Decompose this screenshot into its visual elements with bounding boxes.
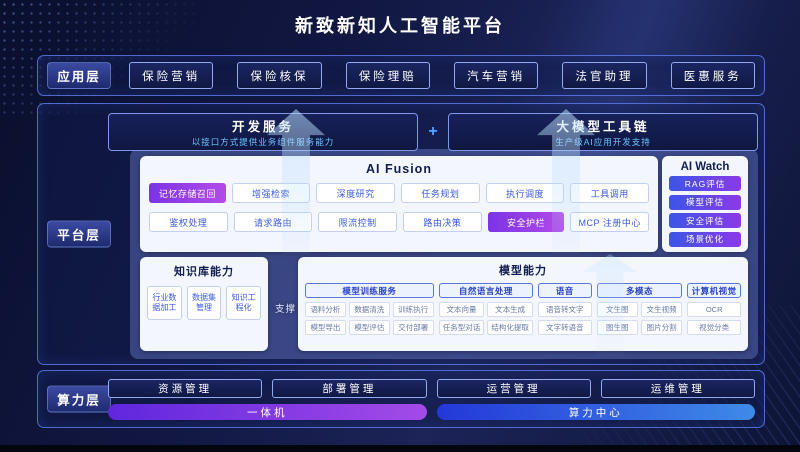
- platform-inner-panel: AI Fusion 记忆存储召回 增强检索 深度研究 任务规划 执行调度 工具调…: [130, 149, 758, 359]
- fusion-chip-execution-scheduling: 执行调度: [485, 183, 565, 203]
- training-chip-corpus-analysis: 语料分析: [305, 302, 346, 317]
- ai-watch-panel: AI Watch RAG评估 模型评估 安全评估 场景优化: [662, 156, 748, 252]
- multimodal-chip-text-to-image: 文生图: [596, 302, 638, 317]
- toolchain-subtitle: 生产级AI应用开发支持: [555, 137, 651, 147]
- ai-fusion-row2: 鉴权处理 请求路由 限流控制 路由决策 安全护栏 MCP 注册中心: [140, 212, 658, 232]
- training-chip-delivery-deploy: 交付部署: [392, 320, 434, 335]
- platform-layer: 平台层 开发服务 以接口方式提供业务组件服务能力 + 大模型工具链 生产级AI应…: [37, 103, 765, 365]
- multimodal-chip-text-to-video: 文生视频: [640, 302, 683, 317]
- knowledge-items: 行业数据加工 数据集管理 知识工程化: [140, 286, 268, 320]
- computing-layer-label: 算力层: [47, 385, 111, 413]
- app-item-claims: 保险理赔: [345, 62, 430, 89]
- group-header-computer-vision: 计算机视觉: [687, 283, 741, 298]
- fusion-chip-mcp-registry: MCP 注册中心: [570, 212, 650, 232]
- training-chip-model-eval: 模型评估: [348, 320, 390, 335]
- page-title: 新致新知人工智能平台: [295, 16, 505, 36]
- watch-chip-rag-eval: RAG评估: [669, 176, 741, 191]
- group-speech: 语音 语音转文字 文字转语音: [538, 283, 592, 335]
- knowledge-panel: 知识库能力 行业数据加工 数据集管理 知识工程化: [140, 257, 268, 351]
- application-layer: 应用层 保险营销 保险核保 保险理赔 汽车营销 法官助理 医惠服务: [37, 55, 765, 96]
- computing-item-maintenance-mgmt: 运维管理: [600, 379, 755, 398]
- dev-service-title: 开发服务: [231, 120, 294, 134]
- dev-service-row: 开发服务 以接口方式提供业务组件服务能力 + 大模型工具链 生产级AI应用开发支…: [108, 113, 758, 151]
- training-chip-model-export: 模型导出: [305, 320, 346, 335]
- watch-chip-security-eval: 安全评估: [669, 213, 741, 228]
- app-item-medical-service: 医惠服务: [670, 62, 755, 89]
- knowledge-chip-knowledge-engineering: 知识工程化: [226, 286, 262, 320]
- watch-chip-scene-optimization: 场景优化: [669, 231, 741, 247]
- toolchain-box: 大模型工具链 生产级AI应用开发支持: [448, 113, 758, 151]
- cv-chip-ocr: OCR: [687, 302, 741, 317]
- computing-item-operation-mgmt: 运营管理: [436, 379, 591, 398]
- model-groups: 模型训练服务 语料分析 数据清洗 训练执行 模型导出 模型评估 交付部署 自然语…: [298, 283, 748, 335]
- fusion-chip-routing-decision: 路由决策: [403, 212, 482, 232]
- ai-fusion-row1: 记忆存储召回 增强检索 深度研究 任务规划 执行调度 工具调用: [140, 183, 658, 203]
- nlp-chip-text-generation: 文本生成: [487, 302, 533, 317]
- fusion-chip-rate-limiting: 限流控制: [318, 212, 398, 232]
- multimodal-chip-image-to-image: 图生图: [596, 320, 638, 335]
- cv-chip-visual-classification: 视觉分类: [687, 320, 741, 335]
- ai-watch-title: AI Watch: [680, 161, 730, 173]
- multimodal-chip-image-segmentation: 图片分割: [640, 320, 683, 335]
- fusion-chip-memory-recall: 记忆存储召回: [149, 183, 226, 203]
- group-model-training: 模型训练服务 语料分析 数据清洗 训练执行 模型导出 模型评估 交付部署: [305, 283, 434, 335]
- group-header-multimodal: 多模态: [596, 283, 683, 298]
- ai-fusion-title: AI Fusion: [366, 162, 432, 176]
- training-chip-training-exec: 训练执行: [392, 302, 434, 317]
- footer-bar: [0, 445, 800, 452]
- knowledge-chip-industry-data: 行业数据加工: [147, 286, 182, 320]
- ai-fusion-panel: AI Fusion 记忆存储召回 增强检索 深度研究 任务规划 执行调度 工具调…: [140, 156, 658, 252]
- computing-bars-row: 一体机 算力中心: [108, 404, 755, 420]
- fusion-chip-tool-calling: 工具调用: [570, 183, 650, 203]
- fusion-chip-task-planning: 任务规划: [401, 183, 480, 203]
- speech-chip-stt: 语音转文字: [538, 302, 592, 317]
- bar-computing-center: 算力中心: [436, 404, 755, 420]
- knowledge-chip-dataset-mgmt: 数据集管理: [186, 286, 222, 320]
- nlp-chip-text-embedding: 文本向量: [438, 302, 485, 317]
- group-header-nlp: 自然语言处理: [438, 283, 533, 298]
- nlp-chip-task-dialogue: 任务型对话: [438, 320, 485, 335]
- watch-chip-model-eval: 模型评估: [669, 194, 741, 210]
- app-item-insurance-marketing: 保险营销: [129, 62, 214, 89]
- group-header-speech: 语音: [538, 283, 592, 298]
- computing-management-row: 资源管理 部署管理 运营管理 运维管理: [108, 379, 755, 398]
- model-capability-title: 模型能力: [499, 265, 547, 277]
- group-multimodal: 多模态 文生图 文生视频 图生图 图片分割: [596, 283, 683, 335]
- dev-service-subtitle: 以接口方式提供业务组件服务能力: [191, 137, 335, 147]
- application-items: 保险营销 保险核保 保险理赔 汽车营销 法官助理 医惠服务: [129, 62, 755, 89]
- group-header-model-training: 模型训练服务: [305, 283, 434, 298]
- computing-item-resource-mgmt: 资源管理: [108, 379, 263, 398]
- fusion-chip-enhanced-retrieval: 增强检索: [231, 183, 311, 203]
- training-chip-data-cleaning: 数据清洗: [348, 302, 390, 317]
- computing-content: 资源管理 部署管理 运营管理 运维管理 一体机 算力中心: [108, 379, 755, 420]
- toolchain-title: 大模型工具链: [556, 120, 650, 134]
- computing-item-deployment-mgmt: 部署管理: [272, 379, 427, 398]
- bar-all-in-one-machine: 一体机: [108, 404, 427, 420]
- model-capability-panel: 模型能力 模型训练服务 语料分析 数据清洗 训练执行 模型导出 模型评估 交付部…: [298, 257, 748, 351]
- app-item-judge-assistant: 法官助理: [562, 62, 647, 89]
- group-computer-vision: 计算机视觉 OCR 视觉分类: [687, 283, 741, 335]
- nlp-chip-structured-extraction: 结构化提取: [487, 320, 533, 335]
- knowledge-title: 知识库能力: [174, 266, 234, 278]
- dev-service-box: 开发服务 以接口方式提供业务组件服务能力: [108, 113, 418, 151]
- speech-chip-tts: 文字转语音: [538, 320, 592, 335]
- plus-sign: +: [428, 123, 438, 140]
- fusion-chip-request-routing: 请求路由: [233, 212, 313, 232]
- fusion-chip-deep-research: 深度研究: [316, 183, 396, 203]
- app-item-auto-marketing: 汽车营销: [453, 62, 539, 89]
- platform-layer-label: 平台层: [47, 220, 111, 248]
- application-layer-label: 应用层: [47, 62, 111, 89]
- fusion-chip-guardrail: 安全护栏: [487, 212, 565, 232]
- group-nlp: 自然语言处理 文本向量 文本生成 任务型对话 结构化提取: [438, 283, 533, 335]
- fusion-chip-auth: 鉴权处理: [149, 212, 228, 232]
- app-item-underwriting: 保险核保: [237, 62, 322, 89]
- computing-layer: 算力层 资源管理 部署管理 运营管理 运维管理 一体机 算力中心: [37, 370, 765, 428]
- support-label: 支撑: [275, 304, 297, 315]
